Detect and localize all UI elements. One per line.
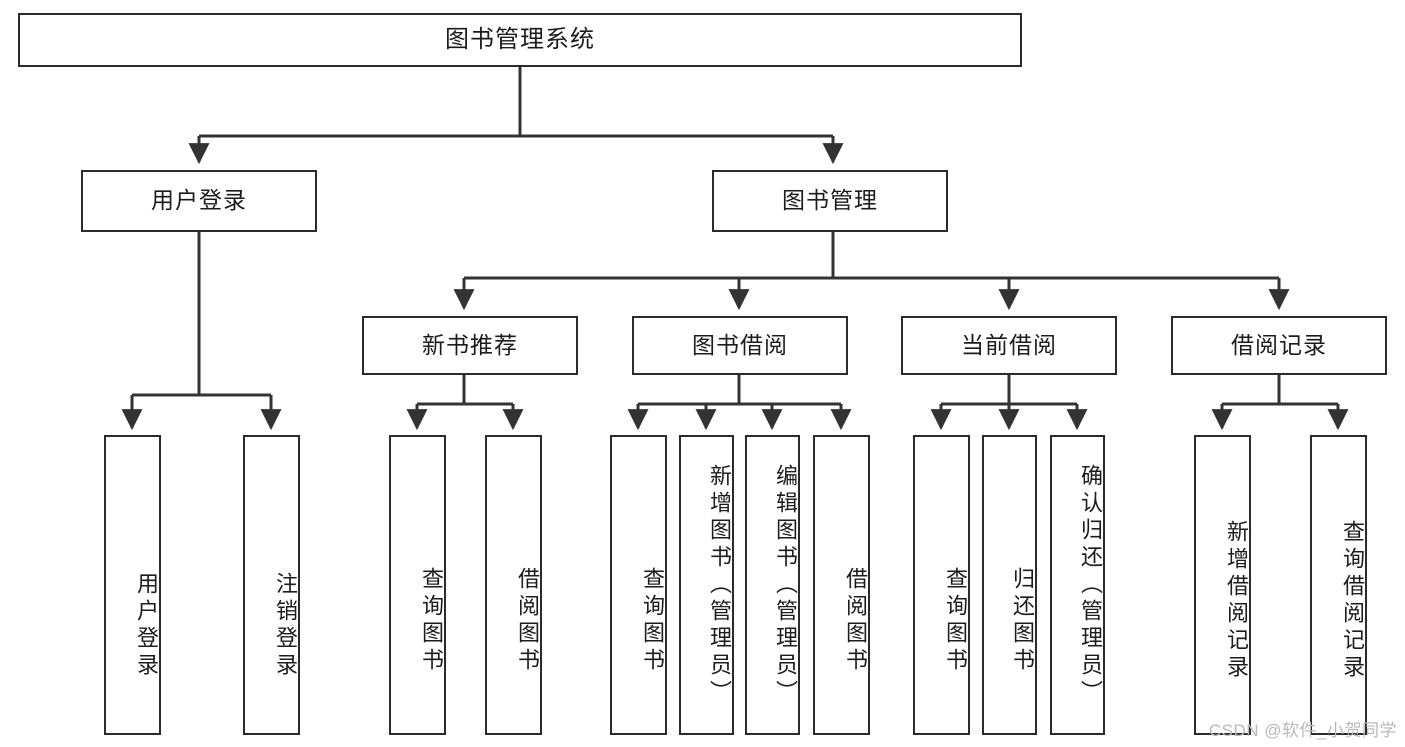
node-user-login-label: 用户登录 [151,187,247,214]
node-current-borrow[interactable]: 当前借阅 [901,316,1117,375]
leaf-query-book-2-label: 查询图书 [640,567,665,675]
leaf-add-record[interactable]: 新增借阅记录 [1194,435,1251,735]
node-book-borrow-label: 图书借阅 [692,331,788,358]
leaf-user-logout[interactable]: 注销登录 [243,435,300,735]
leaf-query-book-3-label: 查询图书 [943,567,968,675]
node-current-borrow-label: 当前借阅 [961,331,1057,358]
leaf-add-record-label: 新增借阅记录 [1224,520,1249,682]
leaf-confirm-return-label: 确认归还（管理员） [1078,463,1103,707]
leaf-user-logout-label: 注销登录 [273,572,298,680]
leaf-query-record[interactable]: 查询借阅记录 [1310,435,1367,735]
leaf-user-login[interactable]: 用户登录 [104,435,161,735]
leaf-user-login-label: 用户登录 [134,572,159,680]
leaf-add-book[interactable]: 新增图书（管理员） [679,435,734,735]
leaf-query-book-1[interactable]: 查询图书 [389,435,446,735]
leaf-query-book-1-label: 查询图书 [419,567,444,675]
leaf-confirm-return[interactable]: 确认归还（管理员） [1050,435,1105,735]
leaf-add-book-label: 新增图书（管理员） [707,463,732,707]
leaf-query-book-2[interactable]: 查询图书 [610,435,667,735]
leaf-query-record-label: 查询借阅记录 [1340,520,1365,682]
leaf-return-book-label: 归还图书 [1010,567,1035,675]
leaf-query-book-3[interactable]: 查询图书 [913,435,970,735]
csdn-watermark: CSDN @软件_小贺同学 [1208,721,1397,740]
node-user-login[interactable]: 用户登录 [81,170,317,232]
leaf-edit-book[interactable]: 编辑图书（管理员） [745,435,800,735]
leaf-borrow-book-1[interactable]: 借阅图书 [485,435,542,735]
node-new-book-recommend[interactable]: 新书推荐 [362,316,578,375]
node-book-manage[interactable]: 图书管理 [712,170,948,232]
leaf-edit-book-label: 编辑图书（管理员） [773,463,798,707]
node-borrow-record[interactable]: 借阅记录 [1171,316,1387,375]
node-new-book-recommend-label: 新书推荐 [422,331,518,358]
node-root-label: 图书管理系统 [445,25,595,53]
node-book-manage-label: 图书管理 [782,187,878,214]
leaf-borrow-book-2-label: 借阅图书 [843,567,868,675]
node-borrow-record-label: 借阅记录 [1231,331,1327,358]
node-book-borrow[interactable]: 图书借阅 [632,316,848,375]
leaf-return-book[interactable]: 归还图书 [982,435,1037,735]
node-root[interactable]: 图书管理系统 [18,13,1022,67]
leaf-borrow-book-1-label: 借阅图书 [515,567,540,675]
leaf-borrow-book-2[interactable]: 借阅图书 [813,435,870,735]
